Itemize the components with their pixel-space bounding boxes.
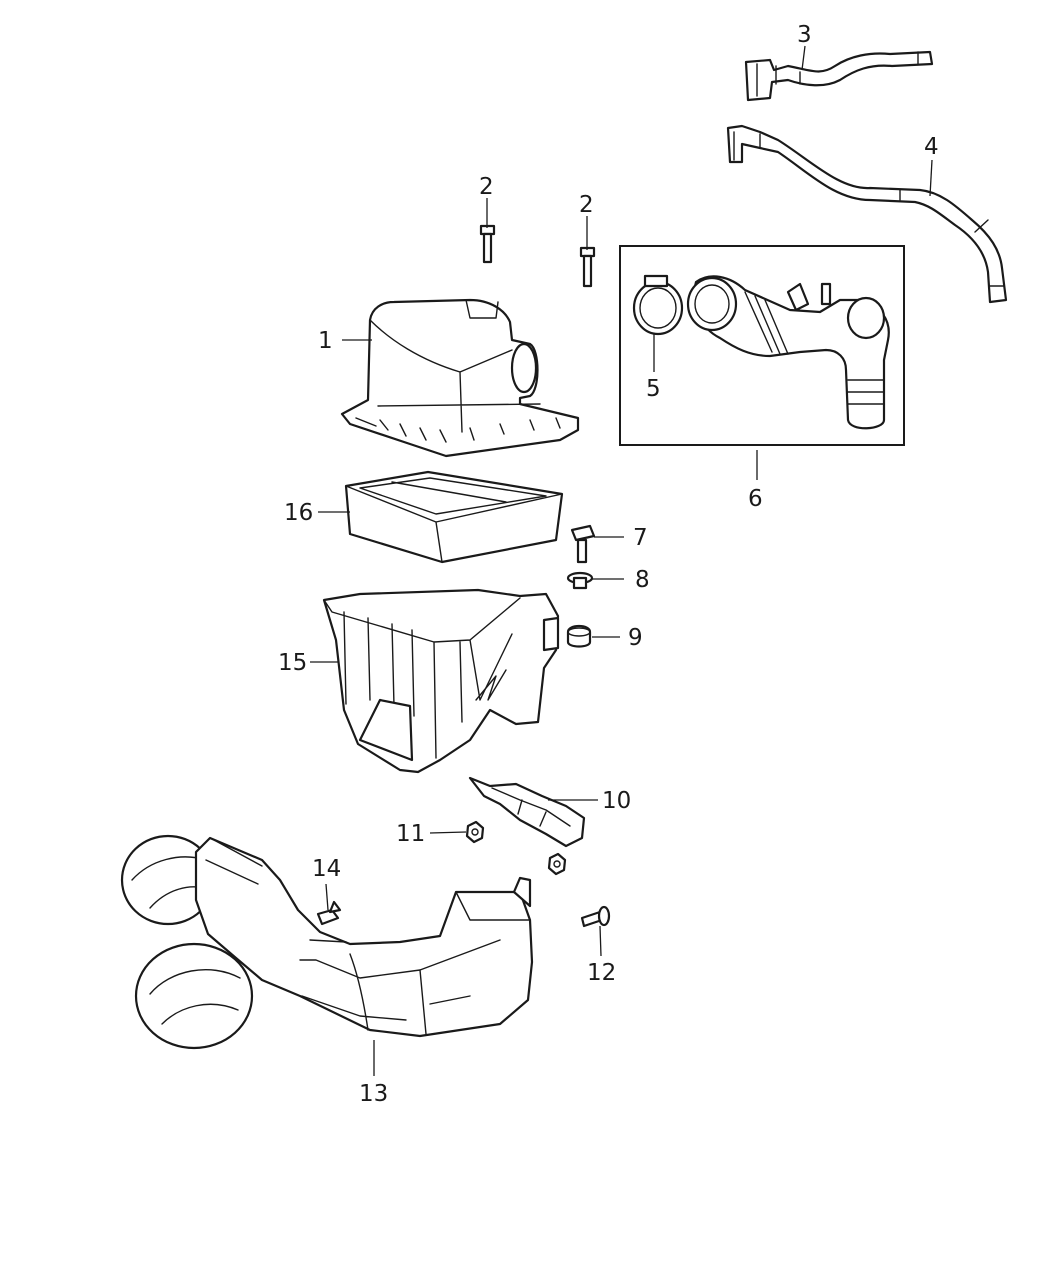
part-2-bolt-b (579, 246, 596, 288)
callout-7: 7 (633, 525, 648, 551)
part-14-push-pin (316, 900, 342, 926)
callout-13: 13 (359, 1081, 388, 1107)
part-6-kit-box (619, 245, 905, 446)
callout-14: 14 (312, 856, 341, 882)
callout-2-b: 2 (579, 192, 594, 218)
part-11-nut (465, 820, 485, 844)
part-3-vent-hose (744, 50, 934, 102)
part-5-hose-clamp (632, 274, 684, 336)
part-10-bracket (468, 776, 586, 848)
part-7-bolt (570, 524, 596, 564)
callout-8: 8 (635, 567, 650, 593)
callout-2-a: 2 (479, 174, 494, 200)
callout-6: 6 (748, 486, 763, 512)
part-12-bolt (580, 905, 611, 928)
callout-labels: 3 4 2 2 1 5 6 16 7 8 9 15 10 11 14 12 13 (278, 22, 939, 1107)
part-6-air-inlet-duct (686, 275, 890, 430)
callout-4: 4 (924, 134, 939, 160)
part-11-nut-b (547, 852, 567, 876)
part-13-air-inlet-duct (120, 834, 534, 1050)
part-16-air-filter (344, 470, 564, 564)
callout-1: 1 (318, 328, 333, 354)
callout-15: 15 (278, 650, 307, 676)
callout-9: 9 (628, 625, 643, 651)
part-8-grommet (566, 571, 594, 590)
part-2-bolt-a (479, 224, 496, 264)
part-4-vent-hose (726, 124, 1008, 304)
callout-5: 5 (646, 376, 661, 402)
part-15-air-box-housing (322, 588, 560, 774)
callout-3: 3 (797, 22, 812, 48)
part-9-isolator (566, 624, 592, 648)
callout-11: 11 (396, 821, 425, 847)
callout-10: 10 (602, 788, 631, 814)
leader-lines (310, 45, 933, 1076)
callout-16: 16 (284, 500, 313, 526)
part-1-air-cleaner-cover (340, 298, 580, 458)
callout-12: 12 (587, 960, 616, 986)
